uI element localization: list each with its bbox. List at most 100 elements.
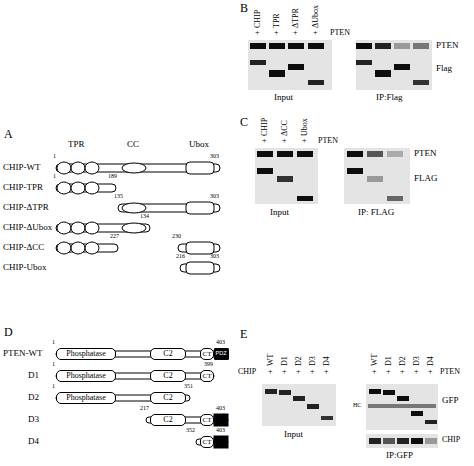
residue-number: 134 [140,213,149,219]
plus-sign: + [310,368,315,376]
blot-label: IP: FLAG [358,208,394,217]
construct-name: D3 [28,415,39,424]
domain-name: CT [203,373,212,380]
plus-sign: + [428,368,433,376]
construct-name: D2 [28,393,39,402]
plus-sign: + [296,368,301,376]
residue-number: 230 [172,233,181,239]
residue-number: 303 [210,253,219,259]
lane-label: D3 [309,356,317,366]
residue-number: 189 [108,173,117,179]
lane-label: ΔUbox [312,5,320,28]
domain-name: PDZ [216,351,227,357]
c2-domain: C2 [150,392,186,404]
pten-constructs [56,351,228,448]
plus-sign: + [282,137,287,145]
domain-label: TPR [68,140,85,149]
residue-number: 303 [210,193,219,199]
western-blot [262,384,438,448]
residue-number: 403 [216,339,225,345]
lane-label: CHIP [261,118,269,136]
residue-number: 1 [53,153,56,159]
plus-sign: + [255,29,260,37]
panel-letter: B [240,2,248,14]
plus-sign: + [386,368,391,376]
blot-label: IP:GFP [386,451,413,460]
domain-name: C2 [163,416,172,424]
lane-label: D2 [295,356,303,366]
panel-letter: E [240,328,247,340]
lane-label: ΔCC [281,120,289,136]
construct-name: D1 [28,371,39,380]
residue-number: 1 [52,339,55,345]
band-label: PTEN [414,149,437,158]
residue-number: 351 [184,383,193,389]
chip-constructs [56,162,220,274]
western-blot [248,40,432,90]
band-label: CHIP [442,436,460,444]
residue-number: 1 [52,361,55,367]
phosphatase-domain: Phosphatase [56,370,116,382]
domain-name: CT [203,351,212,358]
c2-domain: C2 [150,348,186,360]
residue-number: 1 [52,383,55,389]
domain-name: C2 [163,394,172,402]
lane-label: CHIP [254,10,262,28]
western-blot [255,148,410,204]
plus-sign: + [372,368,377,376]
plus-sign: + [414,368,419,376]
lane-label: ΔTPR [292,8,300,28]
residue-number: 403 [216,427,225,433]
residue-number: 217 [140,405,149,411]
lane-label: D4 [323,356,331,366]
lane-label: D2 [399,356,407,366]
residue-number: 135 [114,193,123,199]
construct-name: D4 [28,437,39,446]
lane-label: D4 [427,356,435,366]
domain-name: Phosphatase [66,350,106,358]
plus-sign: + [324,368,329,376]
plus-sign: + [262,137,267,145]
ct-domain: CT [200,436,214,448]
band-label: FLAG [414,174,438,183]
plus-sign: + [293,29,298,37]
band-label: Flag [436,64,452,73]
lane-label: Ubox [301,118,309,136]
lane-label: D3 [413,356,421,366]
residue-number: 303 [210,153,219,159]
domain-name: C2 [163,350,172,358]
lane-label: D1 [385,356,393,366]
residue-number: 1 [53,173,56,179]
row-label: PTEN [330,29,350,37]
domain-name: Phosphatase [66,394,106,402]
construct-name: CHIP-ΔTPR [3,203,49,212]
plus-sign: + [313,29,318,37]
row-label: PTEN [318,137,338,145]
residue-number: 227 [110,233,119,239]
domain-name: CT [203,417,212,424]
construct-name: CHIP-Ubox [3,263,47,272]
domain-label: Ubox [189,140,209,149]
row-label: CHIP [238,368,256,376]
panel-letter: D [4,326,13,338]
panel-letter: C [240,116,248,128]
band-label: HC [353,402,361,408]
ct-domain: CT [200,414,214,426]
construct-name: CHIP-TPR [3,183,43,192]
construct-name: CHIP-ΔCC [3,243,44,252]
band-label: GFP [442,396,459,405]
lane-label: WT [267,354,275,366]
construct-name: CHIP-WT [3,163,41,172]
plus-sign: + [268,368,273,376]
blot-label: Input [270,208,289,217]
plus-sign: + [400,368,405,376]
ct-domain: CT [200,370,214,382]
plus-sign: + [302,137,307,145]
lane-label: TPR [273,13,281,28]
domain-name: CT [203,439,212,446]
residue-number: 216 [176,253,185,259]
ct-domain: CT [200,348,214,360]
domain-label: CC [127,140,139,149]
blot-label: Input [274,93,293,102]
